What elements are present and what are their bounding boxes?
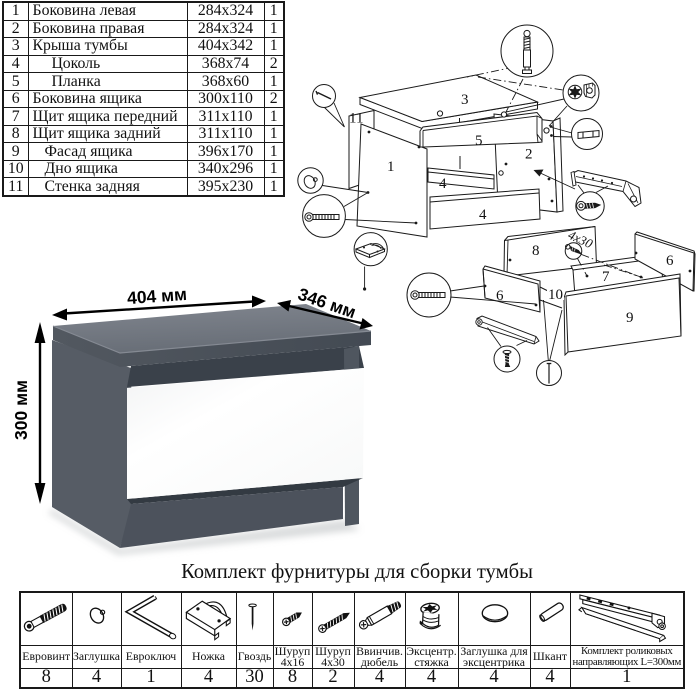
- svg-text:7: 7: [602, 269, 610, 285]
- svg-text:5: 5: [475, 133, 483, 149]
- svg-text:4: 4: [479, 207, 487, 223]
- svg-text:3: 3: [461, 92, 469, 108]
- svg-text:2: 2: [525, 147, 533, 163]
- svg-text:10: 10: [548, 287, 563, 303]
- svg-text:6: 6: [666, 253, 674, 269]
- svg-text:9: 9: [626, 310, 634, 326]
- svg-text:1: 1: [387, 159, 395, 175]
- svg-text:8: 8: [532, 243, 540, 259]
- svg-text:11: 11: [349, 111, 363, 127]
- svg-text:6: 6: [496, 288, 504, 304]
- svg-text:300 мм: 300 мм: [11, 380, 31, 440]
- svg-text:4: 4: [439, 176, 447, 192]
- svg-text:404 мм: 404 мм: [126, 284, 187, 308]
